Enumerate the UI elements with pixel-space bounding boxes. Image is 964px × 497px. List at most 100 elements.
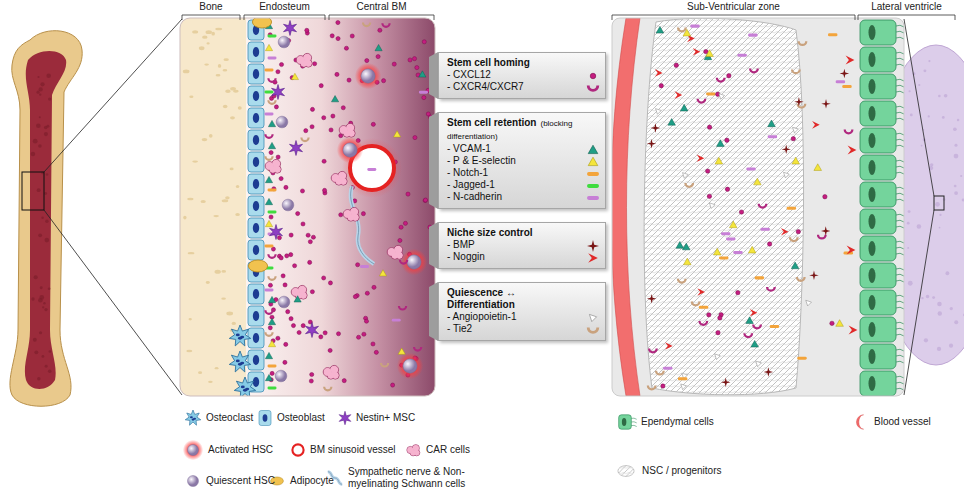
ncadherin-bar: [265, 289, 274, 292]
femur-illustration: [10, 19, 182, 406]
barPurple-symbol: [367, 168, 376, 171]
brain-texture: [928, 115, 930, 117]
marrow-texture: [31, 152, 35, 156]
noggin-wedge: [849, 326, 858, 335]
ncadherin-bar: [746, 167, 756, 170]
triYellow-symbol: [748, 246, 756, 253]
osteoblast-body: [248, 86, 264, 106]
nucleus: [253, 289, 259, 299]
molecule-item: - Angiopoietin-1: [447, 311, 581, 323]
barGreen-symbol: [268, 35, 277, 38]
brain-texture: [923, 69, 926, 72]
dot-symbol: [341, 106, 345, 110]
dot-symbol: [323, 331, 327, 335]
cxcr4-receptor: [744, 333, 752, 337]
dot-symbol: [274, 105, 278, 109]
vcam1-triangle: [268, 142, 275, 148]
dot-symbol: [403, 221, 407, 225]
dot-symbol: [736, 290, 740, 294]
legend-text: NSC / progenitors: [642, 465, 721, 476]
legend-entry: Sympathetic nerve & Non-myelinating Schw…: [348, 466, 498, 490]
noggin-wedge: [847, 246, 856, 255]
osteoclast-symbol: [185, 410, 201, 425]
region-label-text: Lateral ventricle: [871, 1, 942, 12]
brain-texture: [910, 114, 913, 117]
cilium: [896, 25, 904, 27]
cxcl12-dot: [269, 215, 273, 219]
bmp-star: [821, 99, 831, 109]
legend-text: Sympathetic nerve & Non-myelinating Schw…: [348, 466, 465, 489]
cilium: [896, 31, 904, 33]
nucleus: [263, 414, 268, 422]
osteoblast-body: [248, 284, 264, 304]
adipocyte-symbol: [248, 260, 267, 272]
drop-symbol: [656, 109, 662, 115]
bone-texture: [201, 200, 206, 203]
cilium: [631, 422, 636, 423]
barPurple-symbol: [836, 80, 846, 83]
hsc-body: [276, 116, 288, 128]
vcam1-triangle: [751, 340, 759, 347]
angiopoietin-drop: [656, 109, 662, 115]
dot-symbol: [382, 79, 386, 83]
cilium: [896, 193, 904, 195]
vcam1-triangle: [791, 262, 799, 269]
ependymal-body: [619, 415, 632, 429]
cxcl12-dot: [284, 342, 288, 346]
dot-symbol: [335, 72, 339, 76]
dot-symbol: [289, 233, 293, 237]
msc-symbol: [284, 21, 297, 36]
cxcr4-receptor: [268, 254, 275, 258]
noggin-wedge: [588, 253, 598, 263]
molecule-box: Stem cell retention(blocking differentia…: [438, 112, 606, 209]
dot-symbol: [344, 46, 348, 50]
box-heading: Stem cell retention: [447, 117, 536, 128]
crescent-symbol: [744, 333, 752, 337]
ependymal-body: [860, 344, 896, 369]
cilium: [896, 214, 904, 216]
marrow-texture: [37, 188, 41, 192]
cxcl12-dot: [270, 371, 274, 375]
cxcr4-receptor: [382, 23, 389, 27]
tie2-receptor: [678, 28, 686, 32]
osteoblast-body: [259, 411, 271, 426]
crescentTan-symbol: [265, 156, 272, 160]
cxcl12-dot: [674, 63, 678, 67]
barPurple-symbol: [587, 196, 599, 200]
dot-symbol: [310, 290, 314, 294]
dot-symbol: [342, 379, 346, 383]
molecule-box: Niche size control- BMP- Noggin: [438, 222, 606, 269]
dot-symbol: [423, 198, 427, 202]
car-symbol: [407, 445, 420, 456]
crescentTan-symbol: [363, 23, 370, 27]
cxcl12-dot: [357, 335, 361, 339]
triTeal-symbol: [656, 26, 664, 33]
brain-texture: [944, 94, 948, 98]
dot-symbol: [328, 281, 332, 285]
msc-symbol: [272, 85, 285, 100]
barOrange-symbol: [706, 92, 716, 95]
ependymal-cell: [860, 371, 904, 396]
wedge-symbol: [848, 146, 857, 155]
notch1-bar: [787, 207, 797, 210]
brain-texture: [932, 296, 935, 299]
ependymal-cell: [860, 101, 904, 126]
ncadherin-bar: [268, 57, 277, 60]
bone-marrow: [25, 51, 66, 389]
wedge-symbol: [655, 69, 663, 77]
bone-cortex: [10, 31, 82, 407]
ependymal-body: [860, 101, 896, 126]
dot-symbol: [336, 20, 340, 24]
cxcl12-dot: [322, 159, 326, 163]
cxcl12-dot: [308, 240, 312, 244]
cxcl12-dot: [281, 274, 285, 278]
triYellow-symbol: [836, 320, 844, 327]
drop-symbol: [784, 172, 790, 178]
cilium: [896, 247, 904, 249]
cxcl12-dot: [308, 260, 312, 264]
dot-symbol: [310, 107, 314, 111]
dot-symbol: [297, 330, 301, 334]
wedge-symbol: [750, 309, 758, 317]
vcam1-triangle: [746, 317, 754, 324]
vcam1-triangle: [717, 140, 725, 147]
